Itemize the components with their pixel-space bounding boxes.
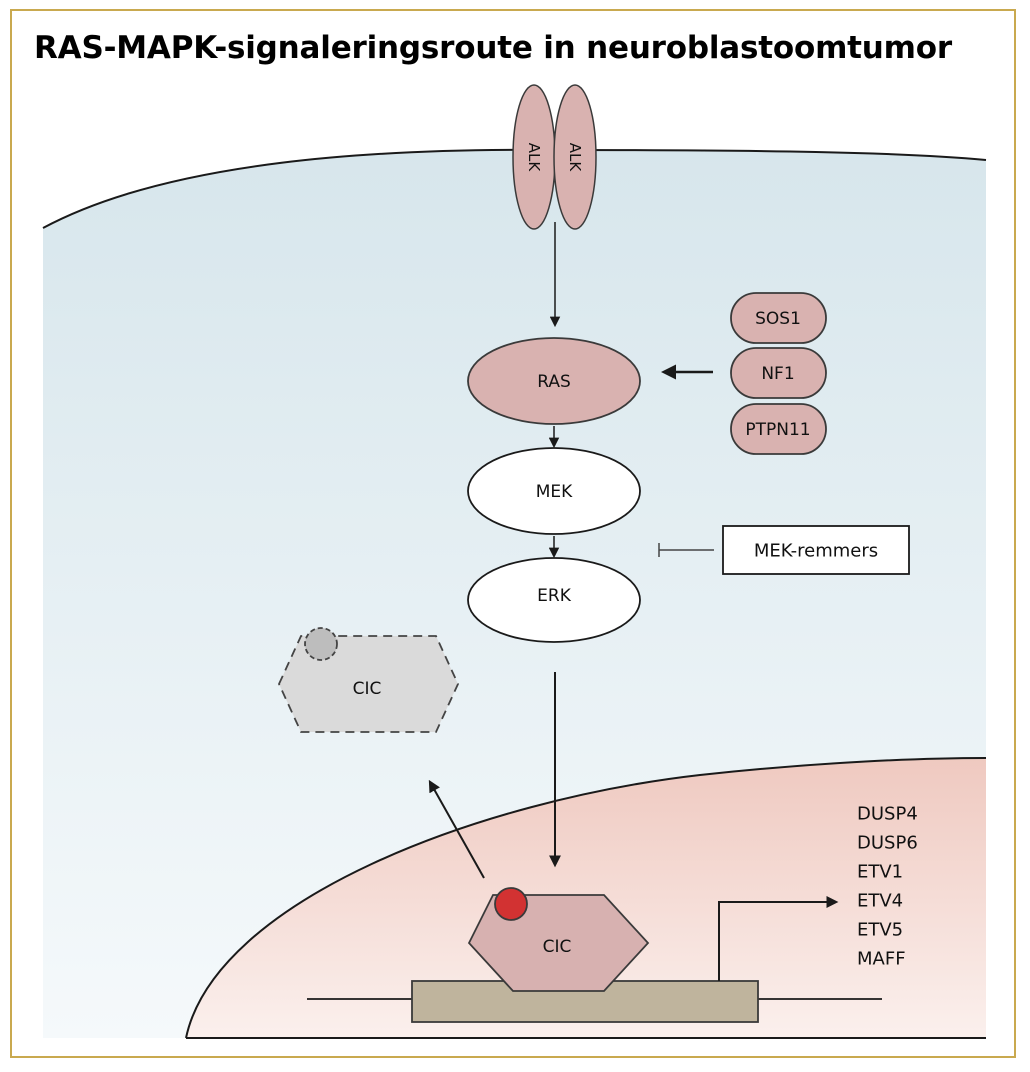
cic-nucleus-phosphate (494, 887, 528, 921)
ptpn11-node (730, 403, 827, 455)
nf1-node (730, 347, 827, 399)
target-gene: ETV4 (857, 891, 903, 912)
sos1-label: SOS1 (755, 309, 801, 329)
page-title: RAS-MAPK-signaleringsroute in neuroblast… (34, 30, 952, 66)
mek-node (467, 447, 641, 535)
target-gene: DUSP6 (857, 833, 918, 854)
target-gene: ETV5 (857, 920, 903, 941)
mek-inhibitors-box (722, 525, 910, 575)
alk-receptor: ALK ALK (512, 84, 597, 230)
target-gene: DUSP4 (857, 804, 918, 825)
cic-cytoplasm-phosphate (304, 627, 338, 661)
target-gene: ETV1 (857, 862, 903, 883)
cic-cytoplasm-node (278, 635, 459, 733)
alk-right-shape (553, 84, 597, 230)
dna-binding-region (411, 980, 759, 1023)
ras-node (467, 337, 641, 425)
arrow-cic-export (428, 779, 485, 879)
ptpn11-label: PTPN11 (745, 420, 810, 440)
sos1-node (730, 292, 827, 344)
ras-label: RAS (537, 372, 571, 392)
target-gene: MAFF (857, 949, 906, 970)
erk-label: ERK (537, 586, 572, 606)
cic-nucleus-label: CIC (543, 937, 572, 957)
mek-inhibitors-label: MEK-remmers (754, 541, 878, 562)
nf1-label: NF1 (761, 364, 794, 384)
cic-cytoplasm-label: CIC (353, 679, 382, 699)
alk-right-label: ALK (566, 143, 584, 173)
mek-label: MEK (536, 482, 573, 502)
nuclear-membrane (185, 757, 987, 1039)
erk-node (467, 557, 641, 643)
transcription-arrow (718, 896, 839, 981)
alk-left-label: ALK (525, 143, 543, 173)
